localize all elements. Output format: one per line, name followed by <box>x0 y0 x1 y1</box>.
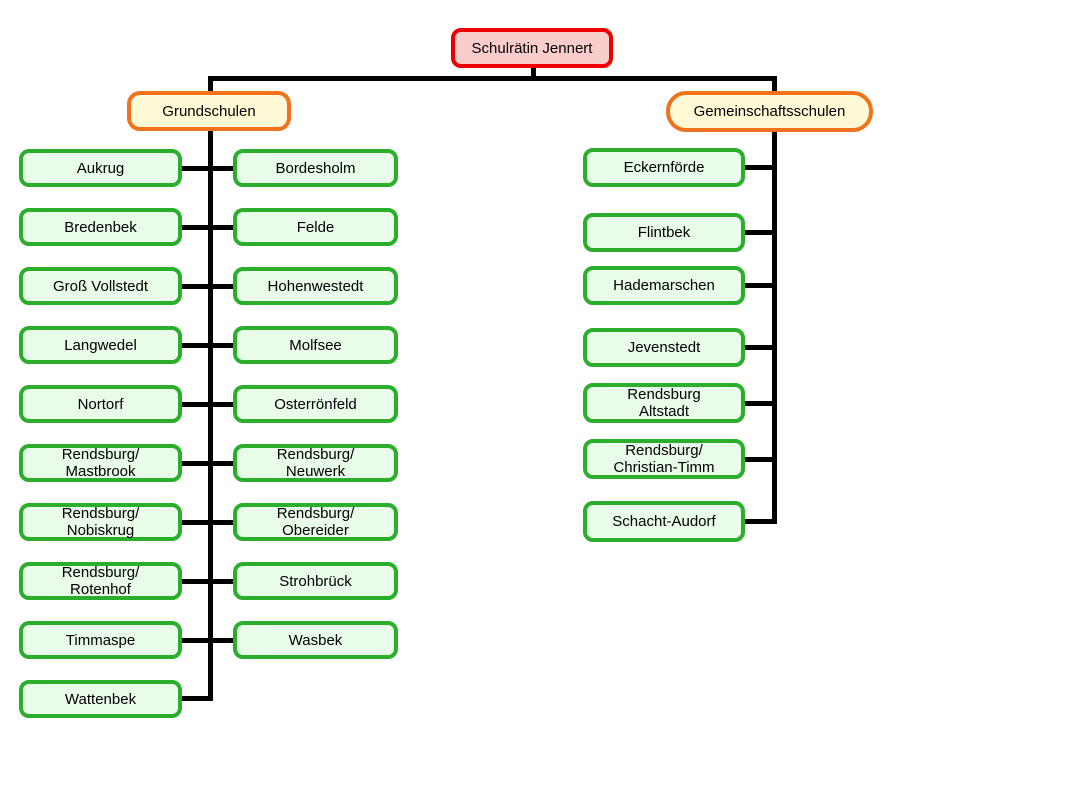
school-node-jevenstedt: Jevenstedt <box>583 328 745 367</box>
school-node-bredenbek: Bredenbek <box>19 208 182 246</box>
connector-line <box>208 76 213 701</box>
root-node: Schulrätin Jennert <box>451 28 613 68</box>
school-node-hohenwestedt: Hohenwestedt <box>233 267 398 305</box>
connector-line <box>180 284 235 289</box>
connector-line <box>180 402 235 407</box>
connector-line <box>531 68 536 78</box>
school-node-hademarschen: Hademarschen <box>583 266 745 305</box>
school-node-bordesholm: Bordesholm <box>233 149 398 187</box>
school-node-schacht-audorf: Schacht-Audorf <box>583 501 745 542</box>
connector-line <box>743 283 777 288</box>
school-node-felde: Felde <box>233 208 398 246</box>
school-node-timmaspe: Timmaspe <box>19 621 182 659</box>
connector-line <box>743 401 777 406</box>
school-node-rendsburg-nobiskrug: Rendsburg/ Nobiskrug <box>19 503 182 541</box>
school-node-rendsburg-neuwerk: Rendsburg/ Neuwerk <box>233 444 398 482</box>
connector-line <box>180 343 235 348</box>
connector-line <box>180 579 235 584</box>
school-node-strohbrück: Strohbrück <box>233 562 398 600</box>
school-node-rendsburg-obereider: Rendsburg/ Obereider <box>233 503 398 541</box>
connector-line <box>743 230 777 235</box>
school-node-rendsburg-mastbrook: Rendsburg/ Mastbrook <box>19 444 182 482</box>
school-node-rendsburg-altstadt: Rendsburg Altstadt <box>583 383 745 423</box>
connector-line <box>180 696 213 701</box>
connector-line <box>180 225 235 230</box>
branch-node-grundschulen: Grundschulen <box>127 91 291 131</box>
connector-line <box>743 345 777 350</box>
school-node-aukrug: Aukrug <box>19 149 182 187</box>
connector-line <box>743 457 777 462</box>
connector-line <box>180 520 235 525</box>
connector-line <box>743 165 777 170</box>
connector-line <box>180 461 235 466</box>
school-node-rendsburg-rotenhof: Rendsburg/ Rotenhof <box>19 562 182 600</box>
connector-line <box>772 76 777 524</box>
connector-line <box>180 166 235 171</box>
school-node-groß-vollstedt: Groß Vollstedt <box>19 267 182 305</box>
connector-line <box>743 519 777 524</box>
connector-line <box>180 638 235 643</box>
school-node-nortorf: Nortorf <box>19 385 182 423</box>
school-node-molfsee: Molfsee <box>233 326 398 364</box>
school-node-wasbek: Wasbek <box>233 621 398 659</box>
school-node-osterrönfeld: Osterrönfeld <box>233 385 398 423</box>
connector-line <box>208 76 777 81</box>
school-node-wattenbek: Wattenbek <box>19 680 182 718</box>
school-node-langwedel: Langwedel <box>19 326 182 364</box>
school-node-flintbek: Flintbek <box>583 213 745 252</box>
school-node-eckernförde: Eckernförde <box>583 148 745 187</box>
branch-node-gemeinschaftsschulen: Gemeinschaftsschulen <box>666 91 873 132</box>
school-node-rendsburg-christian-timm: Rendsburg/ Christian-Timm <box>583 439 745 479</box>
